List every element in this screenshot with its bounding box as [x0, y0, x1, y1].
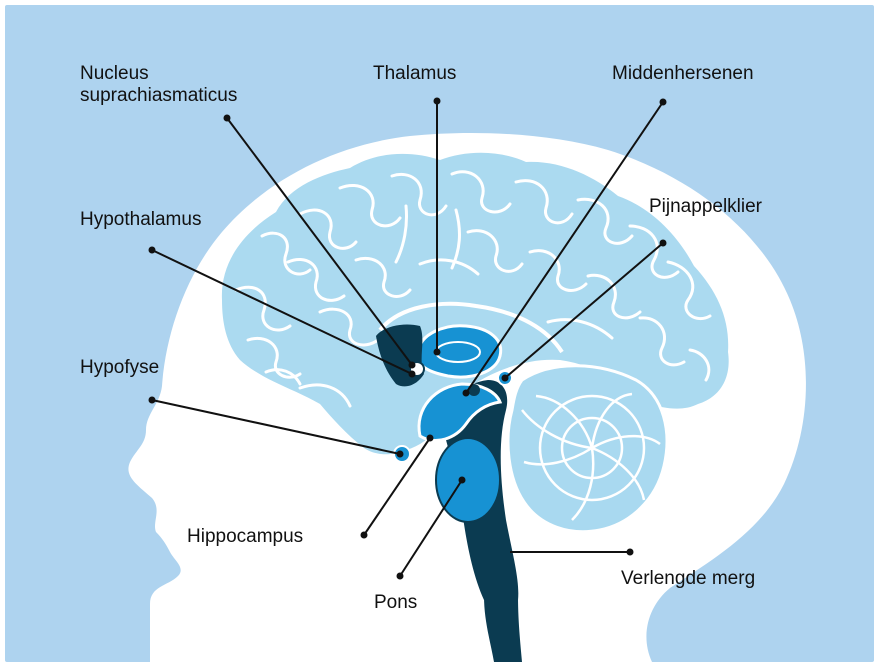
thalamus-inner	[436, 342, 480, 362]
label-hypofyse: Hypofyse	[80, 357, 159, 378]
label-nucleus-line2: suprachiasmaticus	[80, 85, 237, 106]
pons	[436, 438, 500, 522]
label-thalamus: Thalamus	[373, 63, 456, 84]
label-pijnappelklier: Pijnappelklier	[649, 196, 763, 217]
label-verlengde-merg: Verlengde merg	[621, 568, 755, 589]
label-pons: Pons	[374, 592, 417, 613]
label-middenhersenen: Middenhersenen	[612, 63, 754, 84]
label-hypothalamus: Hypothalamus	[80, 209, 201, 230]
label-hippocampus: Hippocampus	[187, 526, 303, 547]
label-nucleus-line1: Nucleus	[80, 63, 149, 84]
